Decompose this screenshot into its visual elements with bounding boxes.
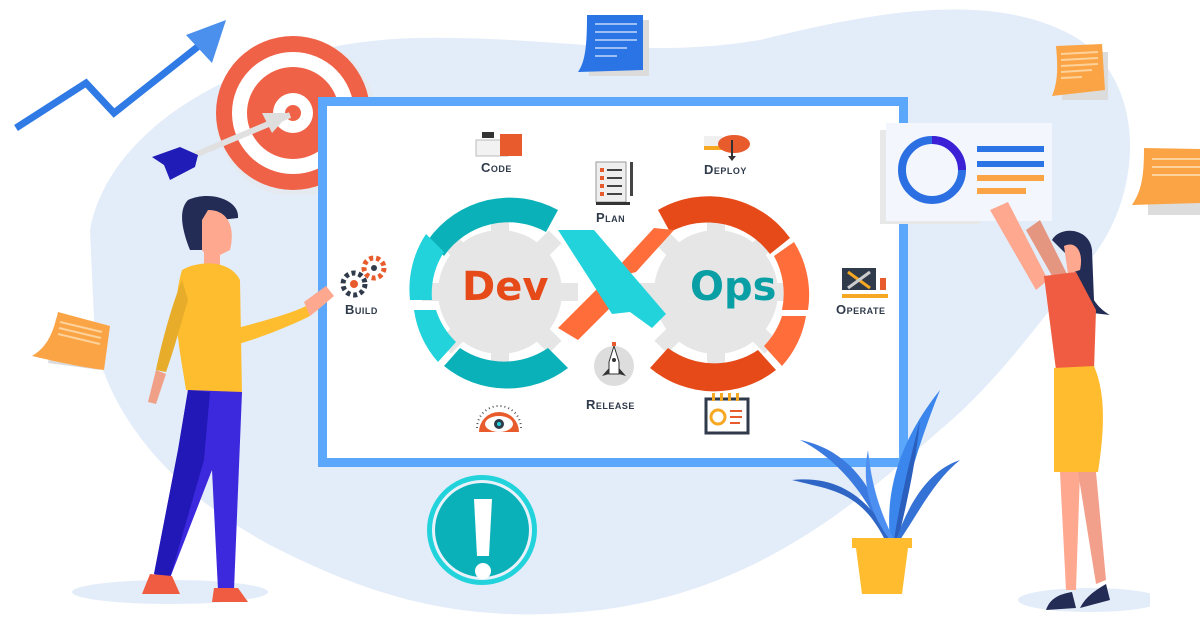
checklist-scroll-icon xyxy=(595,161,633,205)
dev-title: Dev xyxy=(462,264,549,310)
exclamation-icon xyxy=(427,475,537,585)
eye-gear-icon xyxy=(476,405,522,432)
dev-gear-icon xyxy=(422,214,578,370)
woman-orange-top xyxy=(990,202,1150,612)
stage-label-build: Build xyxy=(345,302,378,317)
sticky-note-blue xyxy=(578,15,649,76)
sticky-note-orange-right xyxy=(1132,148,1200,215)
donut-chart-card-icon xyxy=(880,123,1052,224)
sticky-note-orange-top-right xyxy=(1052,44,1108,100)
ops-title: Ops xyxy=(690,264,777,310)
rocket-icon xyxy=(594,342,634,386)
potted-plant-icon xyxy=(792,390,960,594)
stage-label-deploy: Deploy xyxy=(704,162,747,177)
devops-infinity-loop xyxy=(409,196,810,392)
stage-label-operate: Operate xyxy=(836,302,886,317)
calendar-dashboard-icon xyxy=(704,393,750,435)
gears-icon xyxy=(340,255,387,298)
cloud-upload-icon xyxy=(704,135,750,161)
stage-label-plan: Plan xyxy=(596,210,626,225)
trend-up-arrow-icon xyxy=(14,20,226,131)
keyboard-code-icon xyxy=(475,132,522,157)
toolbox-icon xyxy=(842,268,888,298)
stage-label-release: Release xyxy=(586,397,635,412)
stage-label-code: Code xyxy=(481,160,512,175)
man-yellow-sweater xyxy=(72,196,334,604)
sticky-note-orange-left xyxy=(32,312,110,370)
